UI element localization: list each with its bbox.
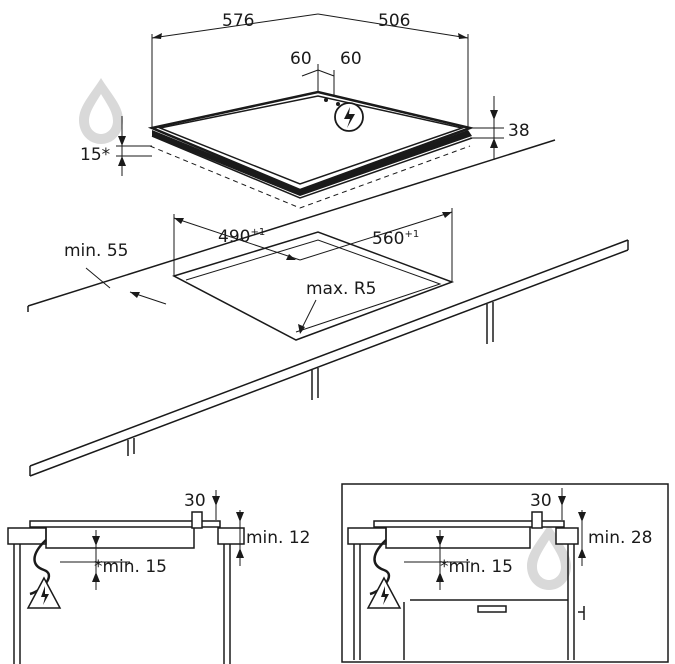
dimension-top-clearance-right: 30 xyxy=(530,488,566,520)
dimension-connector-offsets: 60 60 xyxy=(290,49,362,96)
electrical-warning-icon xyxy=(366,576,402,609)
depth-label: 506 xyxy=(378,11,410,31)
dimension-lip: 15* xyxy=(80,116,152,176)
height-label: 38 xyxy=(508,121,530,141)
lip-label: 15* xyxy=(80,145,110,165)
electrical-warning-icon xyxy=(334,102,364,132)
electrical-warning-icon xyxy=(26,576,62,609)
offset-left-label: 60 xyxy=(290,49,312,69)
under-min-right-label: *min. 15 xyxy=(440,557,513,577)
dimension-side-min-left: min. 12 xyxy=(236,510,311,566)
dimension-radius: max. R5 xyxy=(298,279,376,334)
front-min-label: min. 55 xyxy=(64,241,129,261)
dimension-under-min-right: *min. 15 xyxy=(404,530,513,590)
width-label: 576 xyxy=(222,11,254,31)
clearance-top-left-label: 30 xyxy=(184,491,206,511)
dimension-side-min-right: min. 28 xyxy=(578,510,653,566)
under-min-left-label: *min. 15 xyxy=(94,557,167,577)
hob-perspective xyxy=(147,90,475,209)
side-min-right-label: min. 28 xyxy=(588,528,653,548)
dimension-depth: 506 xyxy=(317,11,469,128)
clearance-top-right-label: 30 xyxy=(530,491,552,511)
section-view-left xyxy=(7,511,245,664)
cutout-width-label: 490+1 xyxy=(218,227,265,247)
dimension-cutout-depth: 560+1 xyxy=(299,208,453,282)
dimension-cutout-width: 490+1 xyxy=(173,214,301,276)
side-min-left-label: min. 12 xyxy=(246,528,311,548)
drop-watermark-icon xyxy=(79,78,123,144)
dimension-width: 576 xyxy=(151,11,319,128)
cutout-depth-label: 560+1 xyxy=(372,229,419,249)
dimension-height: 38 xyxy=(470,96,530,160)
worktop-perspective xyxy=(27,139,629,477)
dimension-under-min-left: *min. 15 xyxy=(60,530,167,590)
dimension-top-clearance-left: 30 xyxy=(184,490,220,520)
dimension-front-min: min. 55 xyxy=(64,241,167,305)
radius-label: max. R5 xyxy=(306,279,376,299)
section-view-right xyxy=(341,483,669,663)
offset-right-label: 60 xyxy=(340,49,362,69)
